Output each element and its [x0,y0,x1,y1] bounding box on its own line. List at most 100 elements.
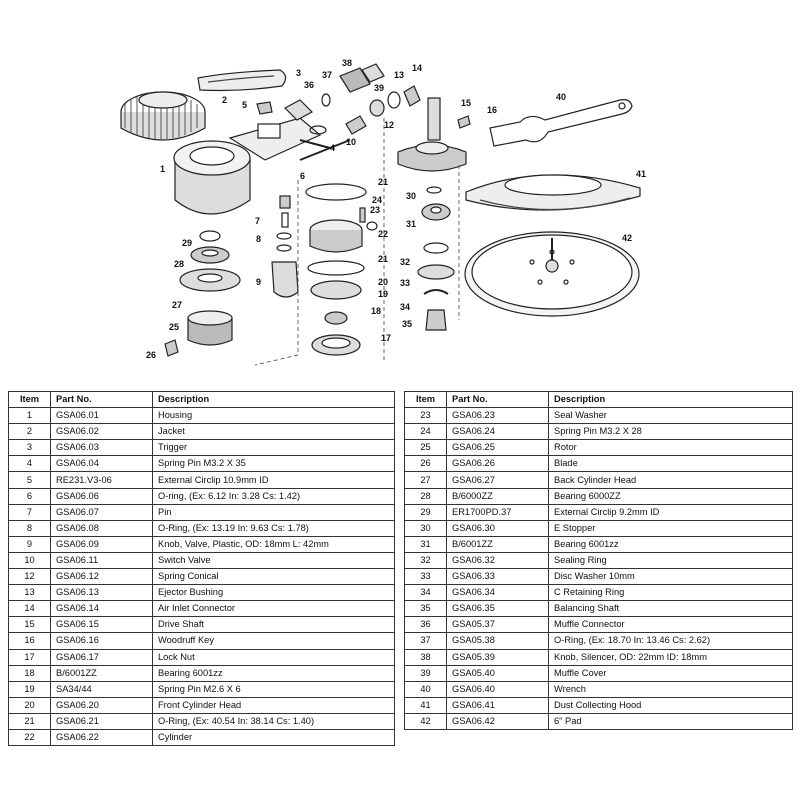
callout-number: 22 [378,229,388,239]
description-cell: Pin [152,503,395,521]
part-no-cell: GSA06.15 [50,616,153,634]
callout-number: 16 [487,105,497,115]
callout-number: 13 [394,70,404,80]
part-no-cell: GSA06.13 [50,584,153,602]
item-cell: 21 [8,712,51,730]
item-cell: 23 [404,407,447,425]
jacket-part [120,91,206,141]
description-cell: Balancing Shaft [548,600,793,618]
trigger-part [197,69,287,92]
part-no-cell: B/6001ZZ [446,535,549,553]
callout-number: 36 [304,80,314,90]
part-no-cell: GSA06.27 [446,471,549,489]
item-cell: 5 [8,471,51,489]
description-cell: Muffle Cover [548,664,793,682]
item-cell: 33 [404,568,447,586]
callout-number: 42 [622,233,632,243]
description-cell: Knob, Valve, Plastic, OD: 18mm L: 42mm [152,535,395,553]
item-cell: 34 [404,584,447,602]
description-cell: Spring Pin M2.6 X 6 [152,680,395,698]
description-cell: Spring Conical [152,568,395,586]
part-no-cell: GSA06.23 [446,407,549,425]
callout-number: 21 [378,254,388,264]
callout-number: 9 [256,277,261,287]
part-no-cell: GSA06.35 [446,600,549,618]
description-cell: Cylinder [152,728,395,747]
part-no-cell: GSA05.40 [446,664,549,682]
description-cell: Knob, Silencer, OD: 22mm ID: 18mm [548,648,793,666]
callout-number: 20 [378,277,388,287]
description-cell: Lock Nut [152,648,395,666]
description-cell: Disc Washer 10mm [548,568,793,586]
description-cell: E Stopper [548,519,793,537]
item-cell: 36 [404,616,447,634]
item-cell: 1 [8,407,51,425]
callout-number: 39 [374,83,384,93]
description-cell: Jacket [152,423,395,441]
item-cell: 15 [8,616,51,634]
description-cell: Trigger [152,439,395,457]
part-no-cell: GSA06.24 [446,423,549,441]
callout-number: 26 [146,350,156,360]
callout-number: 10 [346,137,356,147]
description-cell: Ejector Bushing [152,584,395,602]
item-cell: 22 [8,728,51,747]
description-cell: O-Ring, (Ex: 13.19 In: 9.63 Cs: 1.78) [152,519,395,537]
part-no-cell: GSA06.17 [50,648,153,666]
description-cell: O-Ring, (Ex: 18.70 In: 13.46 Cs: 2.62) [548,632,793,650]
description-cell: Bearing 6000ZZ [548,487,793,505]
description-header: Description [152,390,395,409]
description-cell: 6" Pad [548,712,793,730]
pad-part [464,231,640,317]
item-cell: 7 [8,503,51,521]
callout-number: 19 [378,289,388,299]
item-cell: 39 [404,664,447,682]
description-cell: O-Ring, (Ex: 40.54 In: 38.14 Cs: 1.40) [152,712,395,730]
description-cell: Front Cylinder Head [152,696,395,714]
wrench-part [489,99,633,147]
callout-number: 41 [636,169,646,179]
item-cell: 3 [8,439,51,457]
callout-number: 27 [172,300,182,310]
part-no-cell: GSA06.42 [446,712,549,730]
part-no-cell: GSA05.39 [446,648,549,666]
part-no-cell: GSA06.14 [50,600,153,618]
part-no-cell: GSA06.22 [50,728,153,747]
callout-number: 1 [160,164,165,174]
drive-shaft-column [397,97,471,331]
callout-number: 7 [255,216,260,226]
description-cell: Drive Shaft [152,616,395,634]
description-cell: Air Inlet Connector [152,600,395,618]
part-no-cell: B/6000ZZ [446,487,549,505]
item-cell: 2 [8,423,51,441]
table-header-row: Item Part No. Description [404,390,793,409]
callout-number: 38 [342,58,352,68]
assembly-lines [254,118,460,366]
item-cell: 31 [404,535,447,553]
description-cell: Wrench [548,680,793,698]
description-cell: Bearing 6001zz [548,535,793,553]
item-cell: 9 [8,535,51,553]
description-cell: External Circlip 9.2mm ID [548,503,793,521]
item-cell: 17 [8,648,51,666]
item-cell: 29 [404,503,447,521]
